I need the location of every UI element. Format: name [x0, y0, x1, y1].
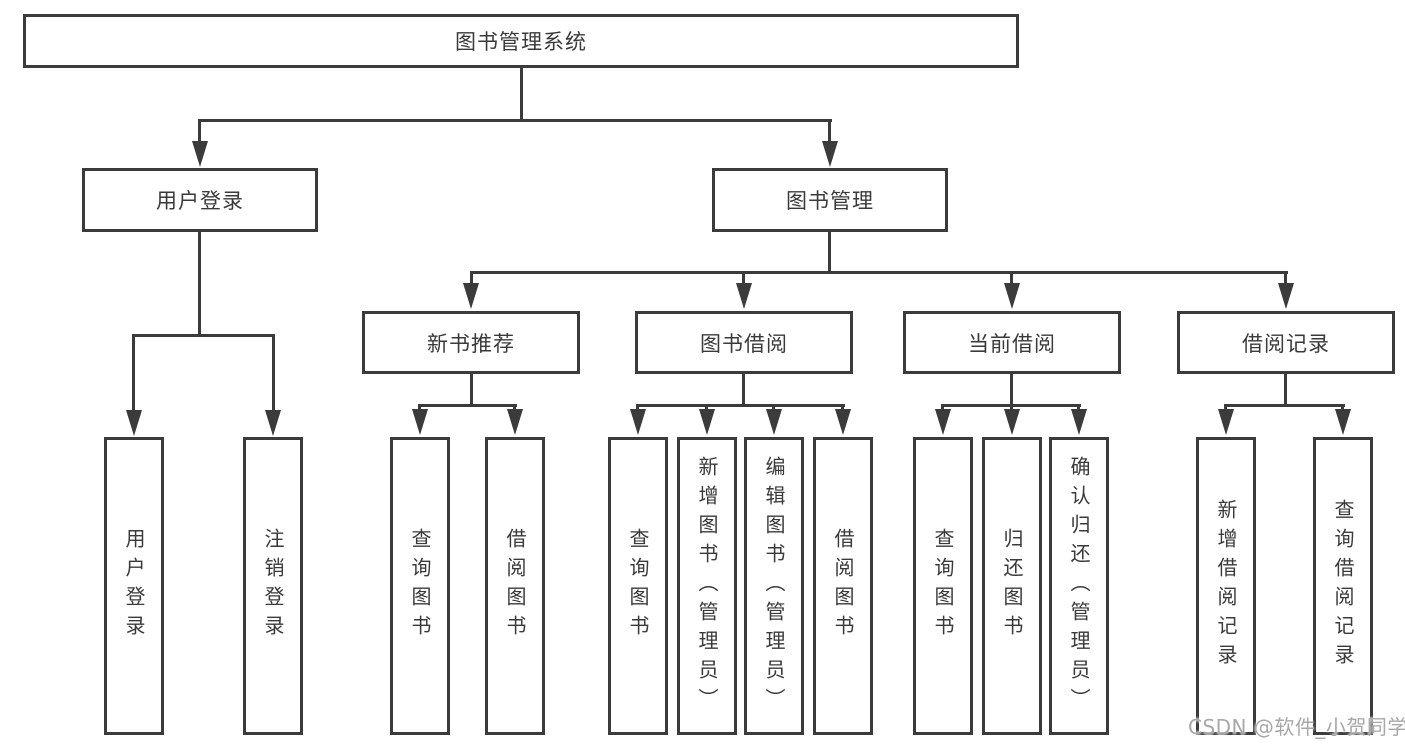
connector-line [198, 232, 201, 336]
connector-arrowhead [822, 141, 838, 167]
node-label: 图书借阅 [700, 331, 788, 356]
leaf-query-books-recommend: 查询图书 [390, 437, 450, 735]
node-label: 图书管理系统 [455, 30, 587, 54]
connector-line [470, 271, 1288, 274]
connector-line [520, 68, 523, 121]
connector-arrowhead [736, 283, 752, 309]
connector-line [828, 119, 831, 144]
node-label: 查询借阅记录 [1331, 499, 1355, 673]
node-label: 新书推荐 [427, 331, 515, 356]
connector-arrowhead [699, 409, 715, 435]
connector-line [1284, 374, 1287, 406]
node-library-management-system: 图书管理系统 [23, 14, 1019, 68]
leaf-query-borrow-record: 查询借阅记录 [1313, 437, 1373, 735]
connector-line [636, 404, 845, 407]
watermark: CSDN @软件_小贺同学 [1188, 715, 1405, 739]
connector-arrowhead [1218, 409, 1234, 435]
node-label: 确认归还（管理员） [1067, 455, 1091, 717]
connector-arrowhead [412, 409, 428, 435]
node-label: 用户登录 [122, 528, 146, 644]
leaf-confirm-return-admin: 确认归还（管理员） [1049, 437, 1109, 735]
connector-line [132, 334, 275, 337]
connector-line [828, 232, 831, 273]
node-label: 注销登录 [261, 528, 285, 644]
connector-line [132, 334, 135, 410]
node-book-management: 图书管理 [712, 168, 948, 232]
connector-line [742, 271, 745, 285]
connector-line [742, 374, 745, 406]
node-label: 借阅记录 [1242, 331, 1330, 356]
connector-arrowhead [192, 141, 208, 167]
node-label: 借阅图书 [503, 528, 527, 644]
connector-line [418, 404, 517, 407]
connector-arrowhead [630, 409, 646, 435]
connector-arrowhead [1335, 409, 1351, 435]
node-label: 查询图书 [408, 528, 432, 644]
leaf-return-books: 归还图书 [982, 437, 1042, 735]
node-user-login: 用户登录 [82, 168, 318, 232]
leaf-query-books-borrowing: 查询图书 [608, 437, 668, 735]
connector-line [1010, 374, 1013, 406]
leaf-logout: 注销登录 [243, 437, 303, 735]
connector-arrowhead [265, 410, 281, 436]
connector-line [470, 374, 473, 406]
connector-arrowhead [1278, 283, 1294, 309]
connector-line [1010, 271, 1013, 285]
connector-arrowhead [935, 409, 951, 435]
connector-arrowhead [126, 410, 142, 436]
leaf-add-book-admin: 新增图书（管理员） [677, 437, 737, 735]
node-label: 查询图书 [931, 528, 955, 644]
connector-arrowhead [1004, 283, 1020, 309]
node-label: 新增借阅记录 [1214, 499, 1238, 673]
node-label: 图书管理 [786, 189, 874, 213]
connector-line [272, 334, 275, 410]
node-label: 编辑图书（管理员） [762, 455, 786, 717]
connector-line [198, 119, 201, 144]
leaf-borrow-books-borrowing: 借阅图书 [813, 437, 873, 735]
connector-line [1224, 404, 1345, 407]
connector-arrowhead [766, 409, 782, 435]
node-label: 归还图书 [1000, 528, 1024, 644]
leaf-add-borrow-record: 新增借阅记录 [1196, 437, 1256, 735]
node-current-borrowing: 当前借阅 [903, 311, 1121, 374]
node-borrowing-records: 借阅记录 [1177, 311, 1395, 374]
node-label: 用户登录 [156, 189, 244, 213]
node-label: 当前借阅 [968, 331, 1056, 356]
connector-line [198, 119, 832, 122]
node-label: 借阅图书 [831, 528, 855, 644]
leaf-user-login: 用户登录 [104, 437, 164, 735]
connector-arrowhead [1071, 409, 1087, 435]
connector-line [1284, 271, 1287, 285]
connector-arrowhead [1004, 409, 1020, 435]
node-label: 查询图书 [626, 528, 650, 644]
node-label: 新增图书（管理员） [695, 455, 719, 717]
leaf-borrow-books-recommend: 借阅图书 [485, 437, 545, 735]
connector-arrowhead [463, 283, 479, 309]
connector-line [470, 271, 473, 285]
connector-arrowhead [835, 409, 851, 435]
node-book-borrowing: 图书借阅 [635, 311, 853, 374]
connector-arrowhead [507, 409, 523, 435]
leaf-query-books-current: 查询图书 [913, 437, 973, 735]
node-new-book-recommendation: 新书推荐 [362, 311, 580, 374]
leaf-edit-book-admin: 编辑图书（管理员） [744, 437, 804, 735]
